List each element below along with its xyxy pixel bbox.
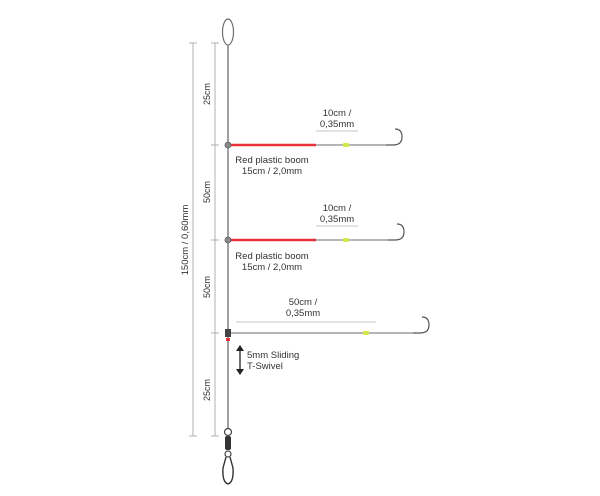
snap-clip-icon <box>222 456 234 485</box>
swivel-ring <box>223 427 233 437</box>
segment-label-3: 50cm <box>202 276 212 298</box>
snap-ring <box>224 450 232 458</box>
segment-label-4: 25cm <box>202 379 212 401</box>
hook-icon <box>388 223 405 241</box>
t-swivel-bead <box>226 338 230 341</box>
swivel-label-line1: 5mm Sliding <box>247 350 299 361</box>
segment-label-1: 25cm <box>202 83 212 105</box>
boom-label-2-line2: 15cm / 2,0mm <box>242 262 302 273</box>
swivel-label-line2: T-Swivel <box>247 361 283 372</box>
hook-icon <box>386 128 403 146</box>
hook-icon <box>413 316 430 334</box>
t-swivel-body <box>225 329 231 337</box>
bead-3 <box>363 331 369 335</box>
boom-label-1-line2: 15cm / 2,0mm <box>242 166 302 177</box>
boom-label-2-line1: Red plastic boom <box>235 251 308 262</box>
swivel-barrel <box>225 436 231 450</box>
boom-label-1-line1: Red plastic boom <box>235 155 308 166</box>
snood-label-1-line1: 10cm / <box>323 108 352 119</box>
top-loop <box>221 18 235 46</box>
bead-2 <box>343 238 349 242</box>
snood-label-3-line2: 0,35mm <box>286 308 320 319</box>
snood-label-3-line1: 50cm / <box>289 297 318 308</box>
arrow-up-icon <box>236 345 244 351</box>
boom-stopper-1 <box>224 141 232 149</box>
snood-label-1-line2: 0,35mm <box>320 119 354 130</box>
segment-label-2: 50cm <box>202 181 212 203</box>
snood-label-2-line2: 0,35mm <box>320 214 354 225</box>
overall-length-label: 150cm / 0,60mm <box>180 205 191 276</box>
arrow-down-icon <box>236 369 244 375</box>
boom-stopper-2 <box>224 236 232 244</box>
bead-1 <box>343 143 349 147</box>
snood-label-2-line1: 10cm / <box>323 203 352 214</box>
